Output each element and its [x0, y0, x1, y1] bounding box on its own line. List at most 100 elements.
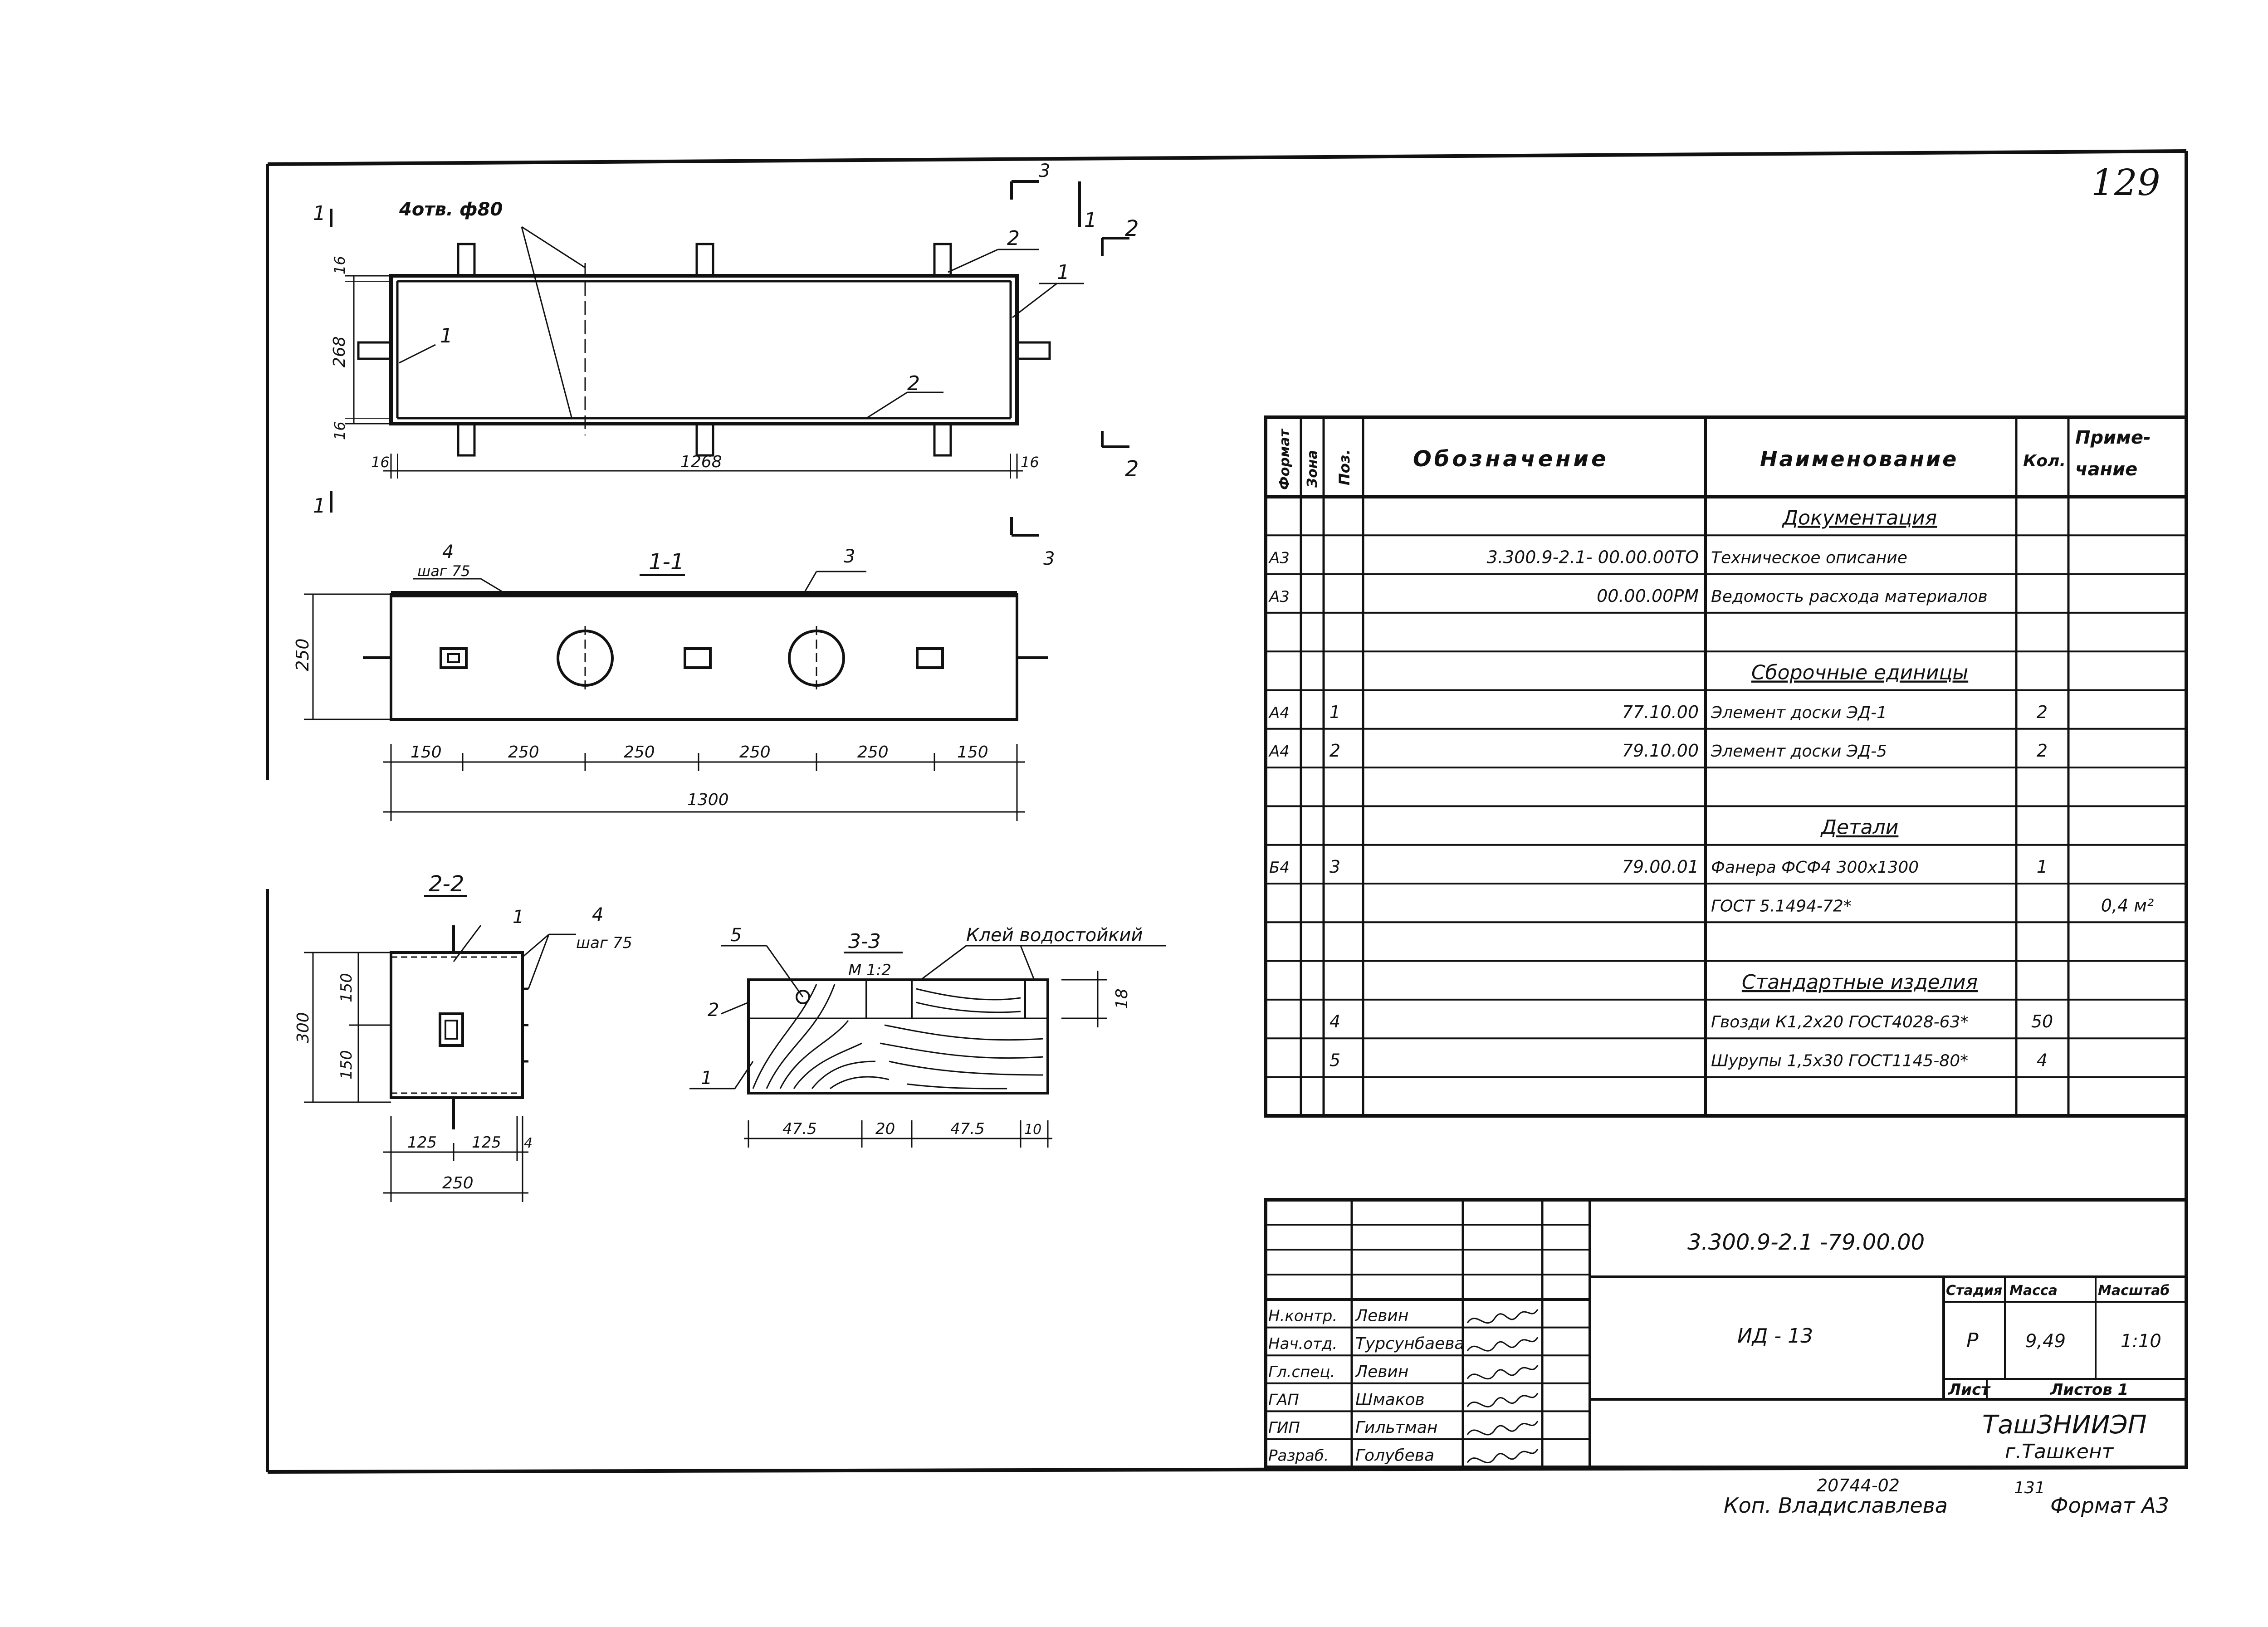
signer-name: Левин — [1354, 1307, 1408, 1325]
signer-role: Нач.отд. — [1268, 1335, 1337, 1353]
inventory-number: 20744-02 — [1817, 1476, 1900, 1495]
nail-pitch: шаг 75 — [417, 562, 470, 580]
dim-edge-bottom: 16 — [331, 421, 348, 440]
section-3-3-callout-2: 2 — [708, 1000, 719, 1021]
holes-label: 4отв. ф80 — [399, 199, 503, 220]
spec-cell-code: 00.00.00РМ — [1597, 586, 1699, 606]
spec-cell-name: Элемент доски ЭД-5 — [1711, 742, 1887, 761]
section-mark-3-top: 3 — [1039, 161, 1050, 181]
header-zone: Зона — [1305, 450, 1320, 488]
mass-label: Масса — [2009, 1283, 2058, 1299]
page-ref: 131 — [2014, 1479, 2045, 1497]
dim-2-2-h2: 150 — [337, 1050, 356, 1080]
spec-section-heading: Документация — [1782, 506, 1937, 529]
callout-2-bottom: 2 — [907, 372, 920, 395]
stage-label: Стадия — [1946, 1283, 2002, 1299]
spec-cell-qty: 1 — [2037, 857, 2048, 877]
callout-1-right: 1 — [1057, 261, 1070, 284]
signer-name: Шмаков — [1355, 1390, 1425, 1409]
callout-1-right-top: 1 — [1084, 209, 1097, 232]
dim-edge-left: 16 — [371, 454, 390, 471]
header-pos: Поз. — [1336, 449, 1353, 485]
section-3-3-scale: М 1:2 — [848, 961, 891, 979]
dim-2-2-total: 250 — [442, 1174, 474, 1192]
spec-section-heading: Стандартные изделия — [1742, 971, 1978, 994]
section-mark-3-bottom: 3 — [1043, 548, 1055, 569]
signer-role: Гл.спец. — [1268, 1363, 1335, 1381]
sheets-label: Листов 1 — [2050, 1381, 2128, 1399]
dim-seg-6: 150 — [957, 743, 988, 762]
section-mark-1-bottom: 1 — [313, 494, 326, 518]
spec-cell-format: Б4 — [1269, 859, 1290, 877]
dim-3-3-side: 18 — [1113, 988, 1131, 1009]
signer-name: Турсунбаева — [1355, 1334, 1464, 1353]
nail-callout: 4 — [442, 542, 454, 562]
signer-role: ГИП — [1268, 1419, 1300, 1437]
dim-total: 1300 — [687, 791, 729, 809]
signer-role: Н.контр. — [1268, 1307, 1337, 1325]
spec-cell-format: А4 — [1268, 743, 1290, 761]
header-note-wrap: Приме-чание — [2075, 427, 2151, 480]
spec-cell-pos: 4 — [1330, 1011, 1340, 1031]
plan-view — [330, 180, 1129, 537]
section-3-3-view — [689, 945, 1166, 1148]
dim-edge-top: 16 — [331, 256, 348, 274]
copied-by: Коп. Владиславлева — [1724, 1493, 1948, 1518]
header-designation: Обозначение — [1413, 446, 1609, 472]
spec-cell-qty: 50 — [2031, 1011, 2053, 1031]
header-qty: Кол. — [2023, 452, 2066, 470]
callout-2-top: 2 — [1007, 227, 1020, 250]
spec-cell-qty: 2 — [2037, 741, 2048, 761]
format-label: Формат А3 — [2050, 1493, 2169, 1518]
dim-2-2-b3: 4 — [524, 1135, 533, 1151]
section-2-2-nail-pitch: шаг 75 — [576, 934, 632, 952]
signature-mark — [1466, 1337, 1539, 1352]
stage-value: Р — [1966, 1329, 1979, 1352]
header-note: Приме-чание — [2075, 427, 2151, 480]
section-2-2-callout-1: 1 — [513, 907, 524, 928]
dim-length: 1268 — [680, 453, 722, 471]
spec-cell-pos: 3 — [1330, 857, 1340, 877]
dim-3-3-b: 20 — [875, 1120, 895, 1138]
dim-seg-1: 150 — [411, 743, 442, 762]
dim-seg-4: 250 — [739, 743, 771, 762]
section-2-2-view — [304, 895, 576, 1202]
dim-seg-2: 250 — [508, 743, 539, 762]
spec-cell-code: 79.10.00 — [1622, 741, 1699, 761]
dim-3-3-d: 10 — [1024, 1122, 1041, 1138]
section-mark-2-bottom: 2 — [1125, 456, 1139, 482]
spec-cell-pos: 1 — [1330, 702, 1340, 722]
spec-cell-qty: 4 — [2037, 1050, 2048, 1070]
spec-cell-code: 77.10.00 — [1622, 702, 1699, 722]
spec-cell-name: Техническое описание — [1711, 549, 1907, 567]
callout-3: 3 — [844, 546, 855, 567]
signature-mark — [1466, 1364, 1539, 1380]
org-city: г.Ташкент — [2005, 1440, 2114, 1463]
dim-3-3-c: 47.5 — [950, 1120, 985, 1138]
spec-cell-name: Элемент доски ЭД-1 — [1711, 704, 1887, 722]
dim-edge-right: 16 — [1021, 454, 1039, 471]
dim-height: 268 — [330, 336, 349, 367]
spec-cell-format: А4 — [1268, 704, 1290, 722]
spec-cell-note: 0,4 м² — [2101, 895, 2154, 915]
org-name: ТашЗНИИЭП — [1982, 1410, 2147, 1440]
dim-2-2-h1: 150 — [337, 973, 356, 1002]
section-mark-1-top: 1 — [313, 202, 326, 225]
spec-table-header: Формат Зона Поз. Обозначение Наименовани… — [1277, 427, 2151, 490]
sheet-label: Лист — [1948, 1381, 1991, 1399]
dim-seg-5: 250 — [857, 743, 889, 762]
spec-section-heading: Сборочные единицы — [1751, 661, 1968, 684]
spec-section-heading: Детали — [1820, 816, 1899, 839]
doc-code: 3.300.9-2.1 -79.00.00 — [1687, 1230, 1925, 1255]
scale-label: Масштаб — [2098, 1283, 2170, 1299]
signer-role: ГАП — [1268, 1391, 1299, 1409]
section-3-3-callout-1: 1 — [701, 1068, 712, 1089]
signer-name: Голубева — [1355, 1446, 1434, 1465]
section-3-3-callout-5: 5 — [730, 925, 742, 946]
signature-mark — [1466, 1392, 1539, 1407]
mass-value: 9,49 — [2025, 1331, 2066, 1352]
section-2-2-callout-4: 4 — [592, 904, 603, 925]
